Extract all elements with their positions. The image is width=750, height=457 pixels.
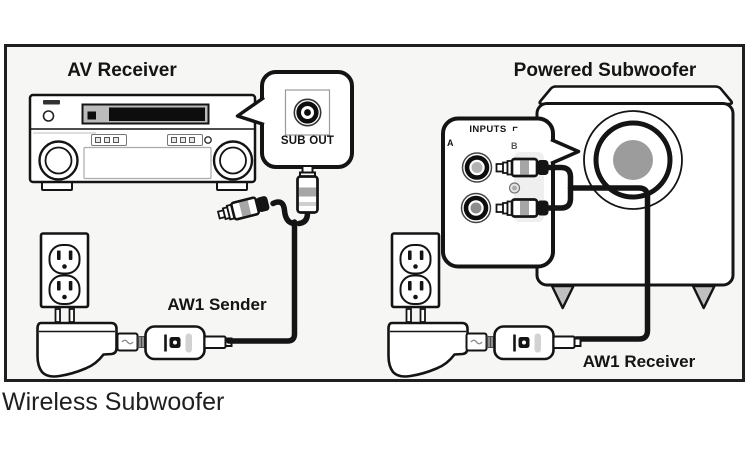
subwoofer-foot-right xyxy=(691,284,716,310)
inputs-callout xyxy=(441,116,581,269)
callout-pointer xyxy=(550,137,581,166)
wall-outlet-left xyxy=(36,232,118,378)
inputs-label: INPUTS xyxy=(469,124,507,135)
rca-plug-sub-out xyxy=(296,165,319,214)
aw1-sender-label: AW1 Sender xyxy=(167,295,267,314)
jack-plate xyxy=(284,89,331,136)
subwoofer-top xyxy=(538,85,734,106)
display-button xyxy=(87,111,96,120)
sub-out-label: SUB OUT xyxy=(280,135,335,147)
jack-a-label: A xyxy=(447,138,454,148)
aw1-receiver-device xyxy=(465,325,582,361)
subwoofer-y-cable xyxy=(545,164,651,342)
display-screen xyxy=(109,107,205,121)
subwoofer-foot-left xyxy=(550,284,575,310)
aw1-receiver-label: AW1 Receiver xyxy=(582,352,696,371)
inputs-tick xyxy=(512,126,518,131)
aw1-sender-device xyxy=(116,325,233,361)
brand-logo xyxy=(43,100,60,105)
callout-pointer xyxy=(235,96,266,127)
av-receiver-label: AV Receiver xyxy=(67,60,177,81)
small-button xyxy=(204,136,212,144)
speaker-surround xyxy=(583,110,683,210)
rca-plug-dangling xyxy=(216,196,270,221)
speaker-dust-cap xyxy=(613,140,653,180)
sender-y-cable xyxy=(226,199,311,344)
powered-subwoofer-label: Powered Subwoofer xyxy=(513,60,697,81)
front-panel xyxy=(83,146,212,180)
diagram-caption: Wireless Subwoofer xyxy=(2,388,225,416)
jack-b-label: B xyxy=(511,141,518,151)
power-button xyxy=(42,110,55,122)
powered-subwoofer-illustration xyxy=(535,85,735,310)
av-receiver-illustration xyxy=(28,93,257,191)
